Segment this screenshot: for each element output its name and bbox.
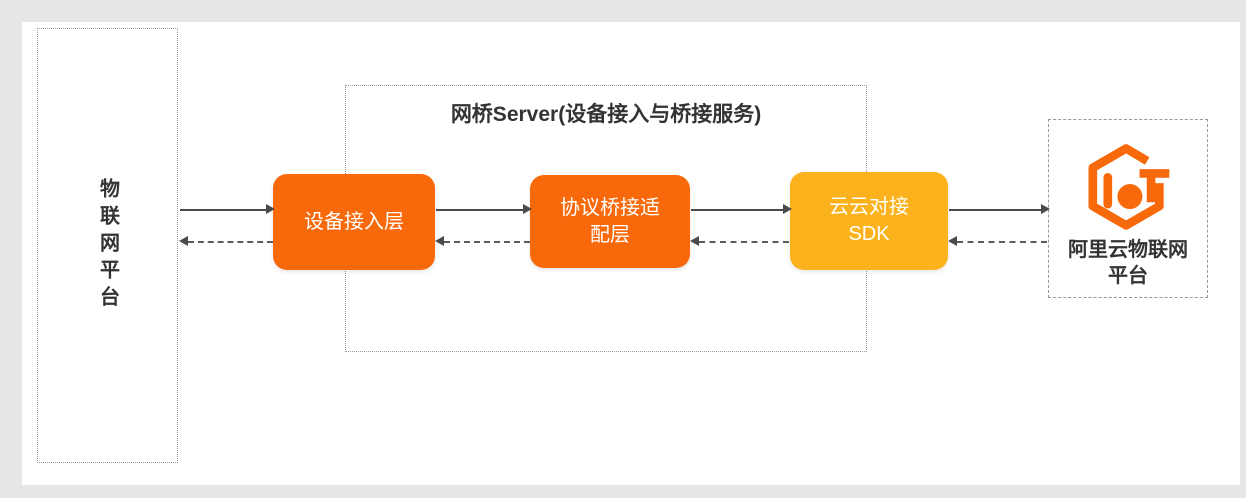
arrow-dashed-protocol-bridge-to-device-access xyxy=(435,236,530,246)
arrow-dashed-device-access-to-iot xyxy=(179,236,273,246)
arrow-solid-protocol-bridge-to-sdk xyxy=(691,204,792,214)
arrow-solid-sdk-to-aliyun xyxy=(949,204,1050,214)
node-label-line: SDK xyxy=(848,223,890,245)
aliyun-iot-logo xyxy=(1077,134,1179,236)
iot-platform-box: 物联网平台 xyxy=(37,28,178,463)
aliyun-platform-label-line1: 阿里云物联网 xyxy=(1068,239,1188,261)
arrow-solid-iot-to-device-access xyxy=(180,204,275,214)
node-label-line: 设备接入层 xyxy=(304,210,404,233)
bridge-server-title: 网桥Server(设备接入与桥接服务) xyxy=(450,103,762,126)
node-label-line: 云云对接 xyxy=(829,196,909,218)
node-device-access-layer: 设备接入层 xyxy=(273,174,435,270)
aliyun-platform-label-line2: 平台 xyxy=(1108,265,1148,287)
node-label-line: 协议桥接适 xyxy=(560,196,660,219)
node-cloud-cloud-sdk: 云云对接 SDK xyxy=(790,172,948,270)
aliyun-platform-label: 阿里云物联网 平台 xyxy=(1068,237,1188,289)
arrow-dashed-aliyun-to-sdk xyxy=(948,236,1047,246)
arrow-dashed-sdk-to-protocol-bridge xyxy=(690,236,789,246)
aliyun-iot-platform-box: 阿里云物联网 平台 xyxy=(1048,119,1208,298)
iot-platform-label: 物联网平台 xyxy=(96,178,119,313)
node-label-line: 配层 xyxy=(590,223,630,246)
arrow-solid-device-access-to-protocol-bridge xyxy=(436,204,532,214)
node-protocol-bridge-adaptation-layer: 协议桥接适 配层 xyxy=(530,175,690,268)
